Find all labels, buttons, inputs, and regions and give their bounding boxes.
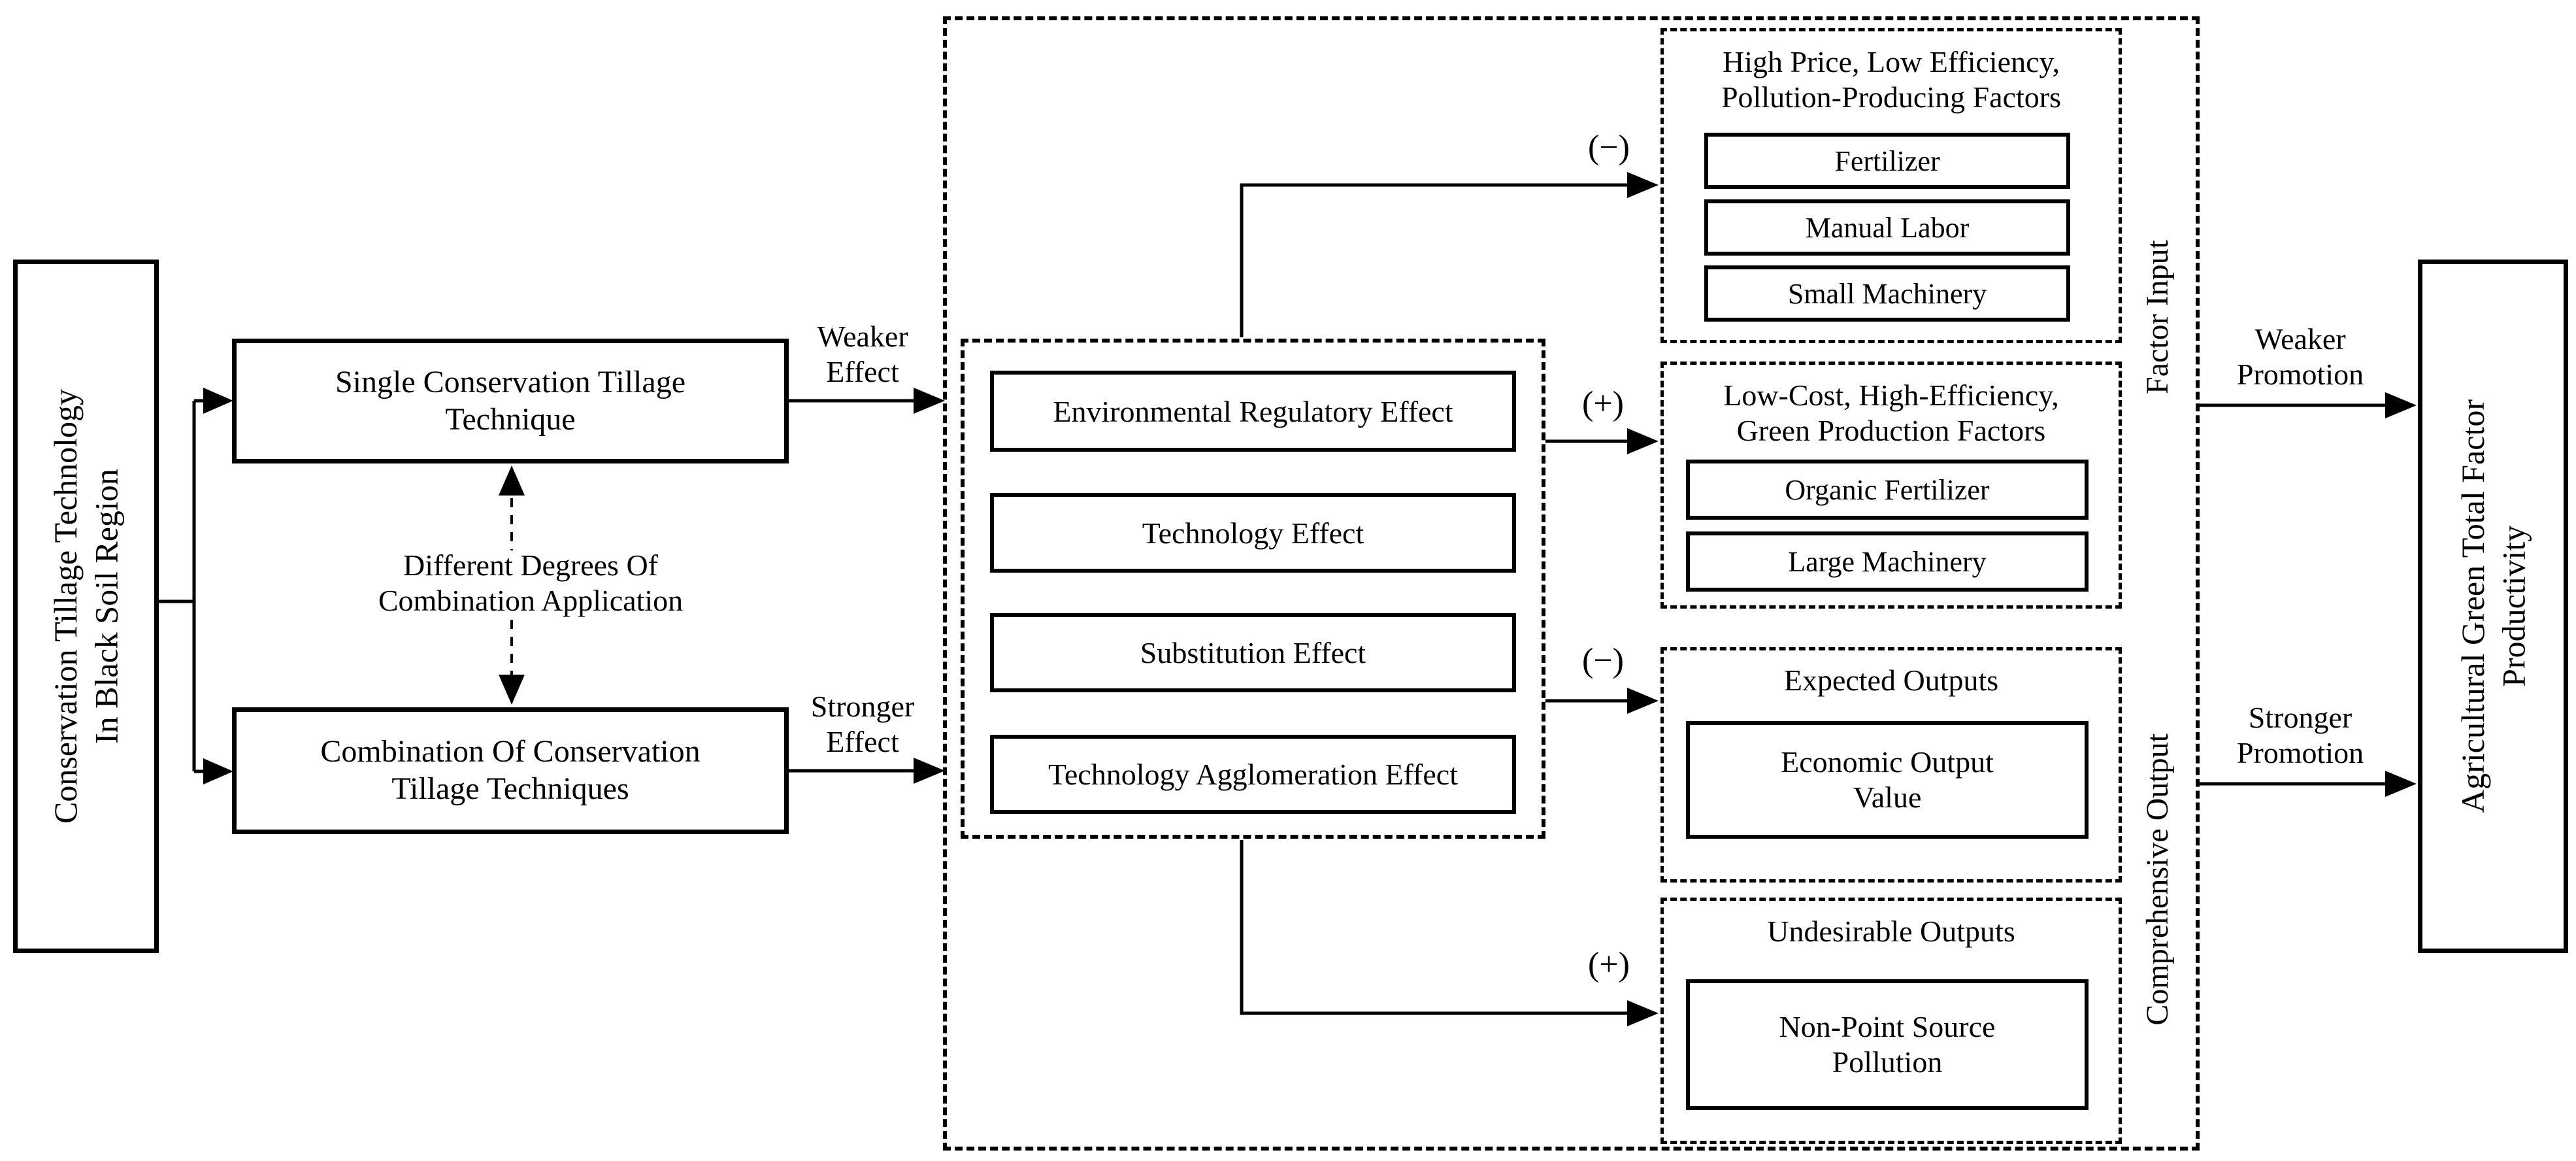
- right-main-box: Agricultural Green Total Factor Producti…: [2418, 260, 2568, 953]
- manual-labor-box: Manual Labor: [1704, 199, 2070, 256]
- large-machinery-label: Large Machinery: [1788, 545, 1987, 578]
- highprice-title-line1: High Price, Low Efficiency,: [1722, 45, 2060, 78]
- effects-frame: [961, 339, 1545, 839]
- economic-output-line2: Value: [1853, 781, 1922, 814]
- connector-left-branch: [159, 388, 233, 784]
- left-main-box: Conservation Tillage Technology In Black…: [13, 260, 159, 953]
- arrow-weaker-effect: [787, 388, 945, 414]
- sign-minus-top: (−): [1588, 129, 1630, 166]
- expected-outputs-title: Expected Outputs: [1783, 664, 1999, 697]
- arrow-effects-to-green-factors: [1545, 428, 1659, 454]
- green-factors-group: [1660, 362, 2122, 609]
- stronger-effect-label: Stronger Effect: [787, 689, 938, 760]
- non-point-source-pollution-box: Non-Point Source Pollution: [1686, 979, 2089, 1110]
- factor-input-side-label-wrap: Factor Input: [2125, 114, 2190, 520]
- sign-plus-middle: (+): [1582, 385, 1624, 422]
- effect-box-technology: Technology Effect: [990, 493, 1516, 573]
- highprice-title-line2: Pollution-Producing Factors: [1721, 80, 2062, 114]
- small-machinery-label: Small Machinery: [1787, 277, 1987, 310]
- combination-technique-label: Combination Of Conservation Tillage Tech…: [320, 733, 700, 807]
- right-main-box-line2: Productivity: [2495, 525, 2532, 688]
- non-point-source-pollution-label: Non-Point Source Pollution: [1779, 1009, 1996, 1081]
- left-main-box-line1: Conservation Tillage Technology: [47, 389, 84, 824]
- stronger-promotion-label: Stronger Promotion: [2209, 700, 2392, 771]
- arrow-effects-to-expected-outputs: [1545, 688, 1659, 714]
- green-factors-title: Low-Cost, High-Efficiency, Green Product…: [1660, 378, 2122, 449]
- effect-technology-label: Technology Effect: [1142, 516, 1364, 550]
- stronger-effect-line1: Stronger: [810, 690, 915, 723]
- fertilizer-box: Fertilizer: [1704, 133, 2070, 189]
- arrow-weaker-promotion: [2200, 392, 2417, 418]
- factor-input-side-label: Factor Input: [2140, 240, 2175, 394]
- weaker-effect-label: Weaker Effect: [787, 319, 938, 390]
- economic-output-value-label: Economic Output Value: [1781, 745, 1994, 816]
- non-point-line1: Non-Point Source: [1779, 1009, 1996, 1043]
- combination-line1: Combination Of Conservation: [320, 734, 701, 769]
- single-technique-box: Single Conservation Tillage Technique: [232, 339, 789, 463]
- weaker-promotion-label: Weaker Promotion: [2209, 322, 2392, 393]
- expected-outputs-group: [1660, 647, 2122, 883]
- comprehensive-output-side-label-wrap: Comprehensive Output: [2125, 654, 2190, 1105]
- non-point-line2: Pollution: [1832, 1045, 1943, 1079]
- sign-plus-bottom: (+): [1588, 946, 1630, 983]
- stronger-promotion-line1: Stronger: [2248, 701, 2353, 734]
- organic-fertilizer-box: Organic Fertilizer: [1686, 460, 2089, 520]
- effect-box-technology-agglomeration: Technology Agglomeration Effect: [990, 735, 1516, 814]
- effect-technology-agglomeration-label: Technology Agglomeration Effect: [1048, 758, 1458, 791]
- weaker-effect-line1: Weaker: [817, 320, 908, 353]
- weaker-promotion-line2: Promotion: [2236, 358, 2364, 392]
- right-main-box-line1: Agricultural Green Total Factor: [2454, 399, 2491, 813]
- left-main-box-label: Conservation Tillage Technology In Black…: [45, 389, 127, 824]
- green-title-line2: Green Production Factors: [1736, 414, 2046, 448]
- sign-minus-middle: (−): [1582, 642, 1624, 679]
- comprehensive-output-side-label: Comprehensive Output: [2140, 733, 2175, 1026]
- connector-effects-to-highprice: [1240, 172, 1659, 337]
- single-technique-line2: Technique: [445, 401, 576, 437]
- effect-box-environmental-regulatory: Environmental Regulatory Effect: [990, 371, 1516, 452]
- effect-environmental-regulatory-label: Environmental Regulatory Effect: [1053, 394, 1453, 428]
- single-technique-label: Single Conservation Tillage Technique: [335, 364, 685, 438]
- weaker-promotion-line1: Weaker: [2254, 322, 2346, 356]
- combination-line2: Tillage Techniques: [391, 771, 629, 806]
- effect-box-substitution: Substitution Effect: [990, 613, 1516, 692]
- undesirable-outputs-group: [1660, 898, 2122, 1144]
- small-machinery-box: Small Machinery: [1704, 265, 2070, 322]
- stronger-effect-line2: Effect: [826, 725, 899, 759]
- degrees-line1: Different Degrees Of: [403, 548, 658, 582]
- right-main-box-label: Agricultural Green Total Factor Producti…: [2452, 399, 2534, 813]
- fertilizer-label: Fertilizer: [1834, 144, 1940, 177]
- weaker-effect-line2: Effect: [826, 355, 899, 389]
- arrow-stronger-effect: [787, 758, 945, 784]
- highprice-factors-group: [1660, 28, 2122, 343]
- combination-technique-box: Combination Of Conservation Tillage Tech…: [232, 707, 789, 834]
- green-title-line1: Low-Cost, High-Efficiency,: [1723, 379, 2059, 412]
- degrees-of-combination-label: Different Degrees Of Combination Applica…: [302, 548, 759, 619]
- economic-output-line1: Economic Output: [1781, 745, 1994, 779]
- large-machinery-box: Large Machinery: [1686, 531, 2089, 592]
- stronger-promotion-line2: Promotion: [2236, 736, 2364, 770]
- effect-substitution-label: Substitution Effect: [1140, 636, 1366, 669]
- connector-degrees-double-arrow: [499, 465, 525, 705]
- connector-effects-to-undesirable-outputs: [1240, 840, 1659, 1026]
- organic-fertilizer-label: Organic Fertilizer: [1785, 473, 1990, 506]
- arrow-stronger-promotion: [2200, 771, 2417, 797]
- left-main-box-line2: In Black Soil Region: [88, 469, 125, 744]
- single-technique-line1: Single Conservation Tillage: [335, 364, 685, 399]
- degrees-line2: Combination Application: [378, 584, 684, 618]
- undesirable-outputs-title: Undesirable Outputs: [1767, 915, 2015, 948]
- highprice-factors-title: High Price, Low Efficiency, Pollution-Pr…: [1660, 44, 2122, 116]
- manual-labor-label: Manual Labor: [1805, 211, 1970, 244]
- economic-output-value-box: Economic Output Value: [1686, 721, 2089, 839]
- mechanism-outer-frame: [943, 16, 2200, 1151]
